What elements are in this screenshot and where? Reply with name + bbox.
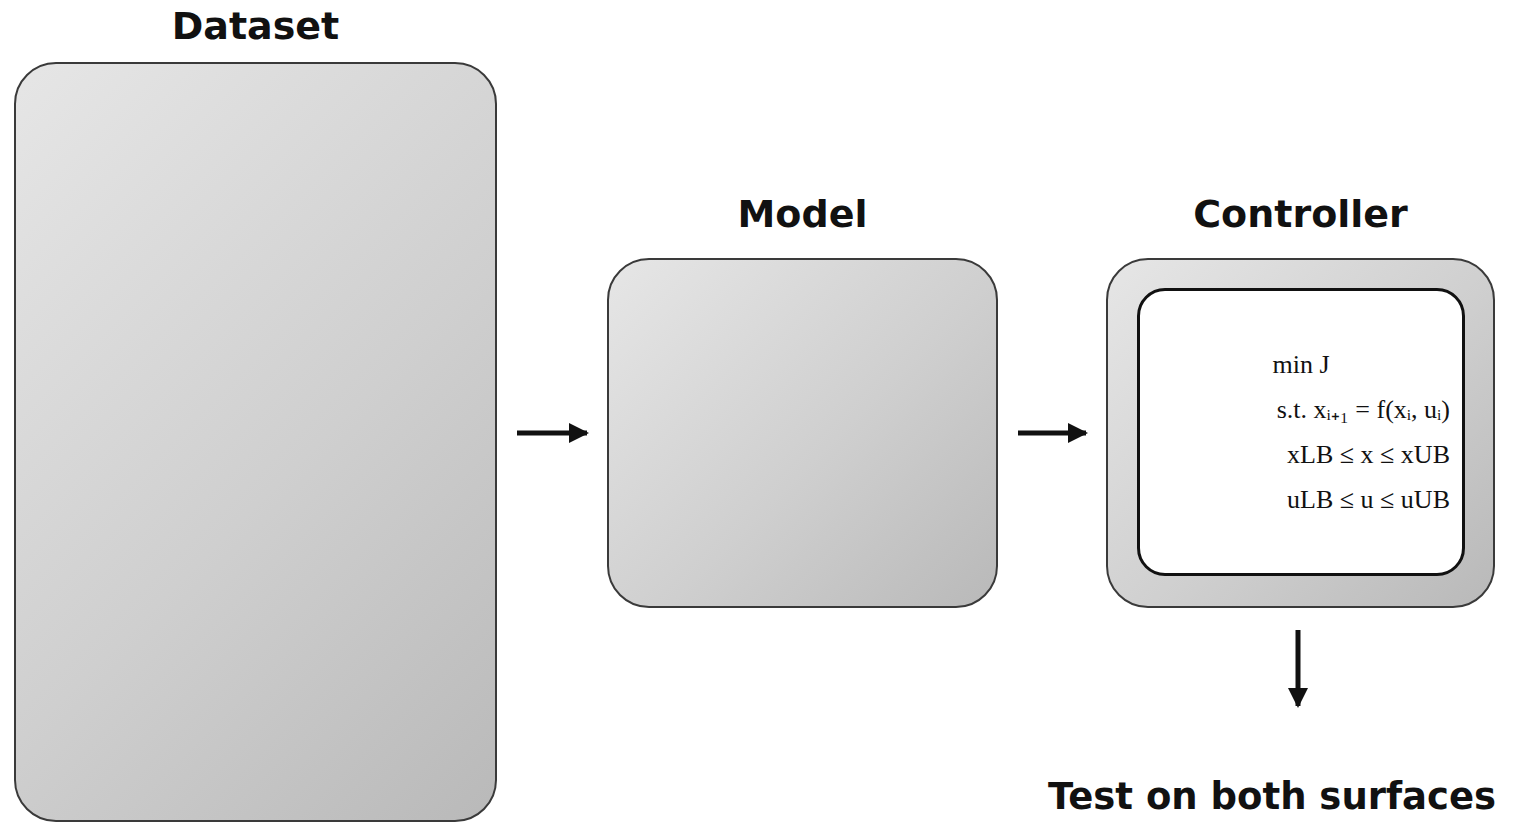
equation-line: s.t. xᵢ₊₁ = f(xᵢ, uᵢ) [1152,387,1450,432]
stage-panel: Dataset [14,62,497,822]
equation-line: xLB ≤ x ≤ xUB [1152,432,1450,477]
flow-arrow [1018,431,1086,436]
stage-heading: Model [609,192,996,236]
equation-line: min J [1152,342,1450,387]
stage-panel: Controllermin Js.t. xᵢ₊₁ = f(xᵢ, uᵢ)xLB … [1106,258,1495,608]
output-arrow [1296,630,1301,706]
stage-heading: Controller [1108,192,1493,236]
result-label: Test on both surfaces [1048,775,1496,818]
equation-line: uLB ≤ u ≤ uUB [1152,477,1450,522]
flow-arrow [517,431,587,436]
stage-heading: Dataset [16,4,495,48]
stage-panel: Model [607,258,998,608]
optimization-box: min Js.t. xᵢ₊₁ = f(xᵢ, uᵢ)xLB ≤ x ≤ xUBu… [1137,288,1465,576]
